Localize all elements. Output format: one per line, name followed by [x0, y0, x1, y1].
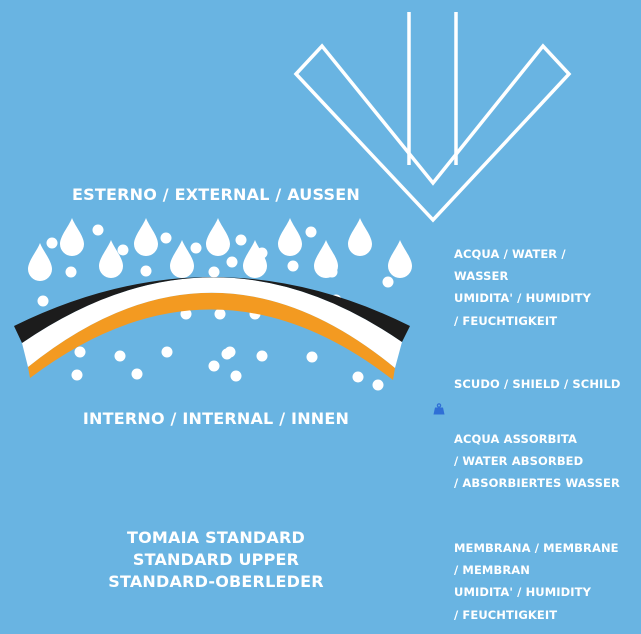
humidity-dot — [382, 276, 394, 288]
humidity-dot — [92, 224, 104, 236]
upper-cross-section — [14, 277, 410, 380]
water-drop-icon — [134, 218, 158, 256]
humidity-dot — [208, 360, 220, 372]
humidity-dot — [214, 308, 226, 320]
humidity-dot — [65, 266, 77, 278]
humidity-dot — [226, 256, 238, 268]
legend-line: UMIDITA' / HUMIDITY — [454, 291, 592, 306]
legend-line: / ABSORBIERTES WASSER — [454, 476, 620, 491]
humidity-dot — [235, 234, 247, 246]
water-drop-icon — [170, 240, 194, 278]
legend-line: / MEMBRAN — [454, 563, 530, 578]
humidity-dot — [160, 232, 172, 244]
product-title-line-de: STANDARD-OBERLEDER — [108, 572, 324, 591]
down-arrow-icon — [293, 12, 572, 223]
humidity-dot — [71, 369, 83, 381]
water-drops — [28, 218, 412, 281]
humidity-dot — [306, 351, 318, 363]
humidity-dot — [131, 368, 143, 380]
humidity-dot — [287, 260, 299, 272]
humidity-dot — [305, 226, 317, 238]
absorbed-layer — [22, 277, 402, 368]
product-title-line-en: STANDARD UPPER — [132, 550, 300, 569]
water-drop-icon — [60, 218, 84, 256]
water-drop-icon — [99, 240, 123, 278]
water-drop-icon — [28, 243, 52, 281]
weight-icon — [433, 403, 445, 415]
humidity-dot — [326, 266, 338, 278]
humidity-dot — [117, 244, 129, 256]
legend-group-membrane-humidity: MEMBRANA / MEMBRANE / MEMBRAN UMIDITA' /… — [454, 537, 619, 626]
humidity-dot — [140, 265, 152, 277]
legend-line: SCUDO / SHIELD / SCHILD — [454, 377, 621, 391]
humidity-dot — [180, 308, 192, 320]
water-drop-icon — [243, 240, 267, 278]
humidity-dot — [37, 295, 49, 307]
humidity-dot — [161, 346, 173, 358]
humidity-dot — [190, 242, 202, 254]
internal-label: INTERNO / INTERNAL / INNEN — [82, 409, 350, 428]
legend-line: UMIDITA' / HUMIDITY — [454, 585, 592, 600]
humidity-dot — [256, 247, 268, 259]
legend-group-shield: SCUDO / SHIELD / SCHILD — [454, 373, 621, 395]
product-title-line-it: TOMAIA STANDARD — [127, 528, 305, 547]
legend-line: ACQUA / WATER / — [454, 247, 566, 261]
legend-line: WASSER — [454, 269, 509, 284]
humidity-dot — [256, 350, 268, 362]
shield-layer — [14, 277, 410, 343]
humidity-dot — [208, 266, 220, 278]
water-drop-icon — [206, 218, 230, 256]
humidity-dot — [46, 237, 58, 249]
legend-line: MEMBRANA / MEMBRANE — [454, 541, 619, 555]
humidity-dot — [114, 350, 126, 362]
legend-line: ACQUA ASSORBITA — [454, 432, 577, 446]
external-label: ESTERNO / EXTERNAL / AUSSEN — [72, 185, 360, 204]
product-title: TOMAIA STANDARD STANDARD UPPER STANDARD-… — [56, 527, 376, 593]
water-drop-icon — [388, 240, 412, 278]
water-drop-icon — [348, 218, 372, 256]
humidity-dot — [230, 370, 242, 382]
membrane-layer — [28, 292, 395, 380]
legend-line: / FEUCHTIGKEIT — [454, 313, 558, 328]
legend-line: / WATER ABSORBED — [454, 454, 584, 469]
humidity-dot — [221, 348, 233, 360]
legend-line: / FEUCHTIGKEIT — [454, 607, 558, 622]
humidity-dot — [74, 346, 86, 358]
legend-group-absorbed-water: ACQUA ASSORBITA / WATER ABSORBED / ABSOR… — [454, 428, 620, 495]
humidity-dot — [352, 371, 364, 383]
humidity-dot — [372, 379, 384, 391]
legend-group-water-humidity: ACQUA / WATER / WASSER UMIDITA' / HUMIDI… — [454, 243, 591, 332]
water-drop-icon — [278, 218, 302, 256]
